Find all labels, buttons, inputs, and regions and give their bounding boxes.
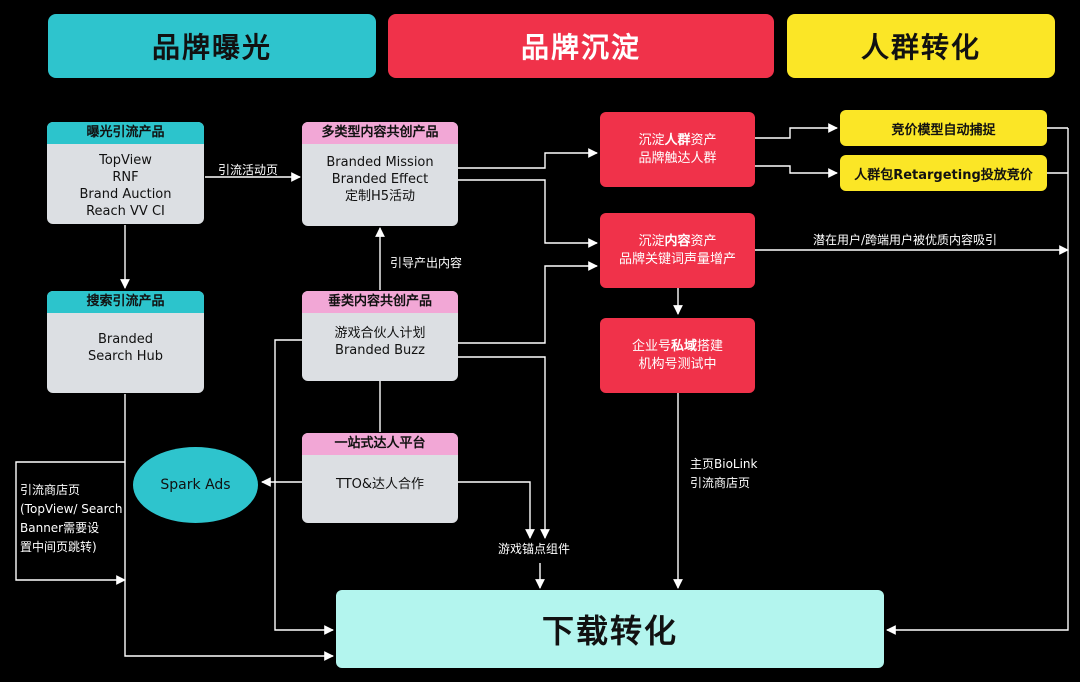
label-line: Banner需要设 — [20, 521, 100, 535]
box-text: 资产 — [690, 132, 717, 148]
card-line: TopView — [99, 153, 152, 168]
arrow-right-to-download — [886, 128, 1069, 635]
card-search-products: 搜索引流产品 Branded Search Hub — [47, 291, 204, 393]
card-line: 游戏合伙人计划 — [334, 326, 426, 341]
card-line: 定制H5活动 — [344, 189, 416, 204]
card-line: Brand Auction — [79, 187, 172, 202]
arrow-audience-to-bid — [755, 123, 838, 139]
arrow-kol-to-anchor — [458, 481, 535, 539]
card-vertical-content: 垂类内容共创产品 游戏合伙人计划 Branded Buzz — [302, 291, 458, 381]
arrow-vertical-to-download — [274, 339, 334, 635]
box-content-assets: 沉淀内容资产 品牌关键词声量增产 — [600, 213, 755, 288]
label-line: 引流商店页 — [20, 483, 81, 497]
header-brand-sediment: 品牌沉淀 — [388, 14, 774, 78]
spark-ads-node: Spark Ads — [133, 447, 258, 523]
arrow-audience-to-retarget — [755, 165, 838, 178]
label-line: 置中间页跳转) — [20, 540, 97, 554]
card-line: Branded Effect — [331, 172, 429, 187]
arrow-search-to-download — [124, 394, 334, 661]
box-text-bold: 人群 — [664, 132, 691, 148]
label-game-anchor: 游戏锚点组件 — [498, 540, 571, 559]
box-text: 搭建 — [697, 338, 724, 354]
box-retargeting: 人群包Retargeting投放竞价 — [840, 155, 1047, 191]
box-text-bold: 私域 — [670, 338, 697, 354]
box-private-domain: 企业号私域搭建 机构号测试中 — [600, 318, 755, 393]
card-line: Branded — [98, 332, 153, 347]
header-brand-exposure: 品牌曝光 — [48, 14, 376, 78]
card-line: Branded Mission — [326, 155, 434, 170]
card-title: 搜索引流产品 — [47, 291, 204, 313]
box-text: 沉淀 — [638, 132, 665, 148]
card-line: Reach VV CI — [86, 204, 165, 219]
arrow-store-note — [15, 461, 126, 585]
label-guide-content: 引导产出内容 — [390, 256, 463, 270]
header-audience-conversion: 人群转化 — [787, 14, 1055, 78]
box-text-bold: 内容 — [664, 233, 691, 249]
label-activity-page: 引流活动页 — [218, 163, 279, 177]
card-title: 多类型内容共创产品 — [302, 122, 458, 144]
box-subtitle: 机构号测试中 — [638, 356, 717, 372]
card-title: 垂类内容共创产品 — [302, 291, 458, 313]
card-line: Search Hub — [87, 349, 164, 364]
box-bid-capture: 竞价模型自动捕捉 — [840, 110, 1047, 146]
card-kol-platform: 一站式达人平台 TTO&达人合作 — [302, 433, 458, 523]
box-text: 沉淀 — [638, 233, 665, 249]
card-title: 曝光引流产品 — [47, 122, 204, 144]
label-line: (TopView/ Search — [20, 502, 123, 516]
label-biolink: 主页BioLink 引流商店页 — [690, 455, 758, 493]
arrow-multi-to-content — [458, 179, 598, 248]
label-store-note: 引流商店页 (TopView/ Search Banner需要设 置中间页跳转) — [20, 481, 123, 557]
card-title: 一站式达人平台 — [302, 433, 458, 455]
card-line: RNF — [112, 170, 139, 185]
box-audience-assets: 沉淀人群资产 品牌触达人群 — [600, 112, 755, 187]
arrow-vertical-to-content — [458, 261, 598, 344]
arrow-vertical-to-anchor — [458, 356, 550, 539]
box-subtitle: 品牌关键词声量增产 — [618, 251, 736, 267]
box-text: 资产 — [690, 233, 717, 249]
arrow-multi-to-audience — [458, 148, 598, 169]
card-line: Branded Buzz — [335, 343, 425, 358]
box-text: 企业号 — [631, 338, 671, 354]
card-multi-content: 多类型内容共创产品 Branded Mission Branded Effect… — [302, 122, 458, 226]
label-line: 引流商店页 — [690, 476, 751, 490]
box-subtitle: 品牌触达人群 — [638, 150, 717, 166]
label-line: 主页BioLink — [690, 457, 758, 471]
card-line: TTO&达人合作 — [335, 477, 425, 492]
download-conversion-node: 下载转化 — [336, 590, 884, 668]
label-potential-users: 潜在用户/跨端用户被优质内容吸引 — [813, 233, 998, 247]
card-exposure-products: 曝光引流产品 TopView RNF Brand Auction Reach V… — [47, 122, 204, 224]
